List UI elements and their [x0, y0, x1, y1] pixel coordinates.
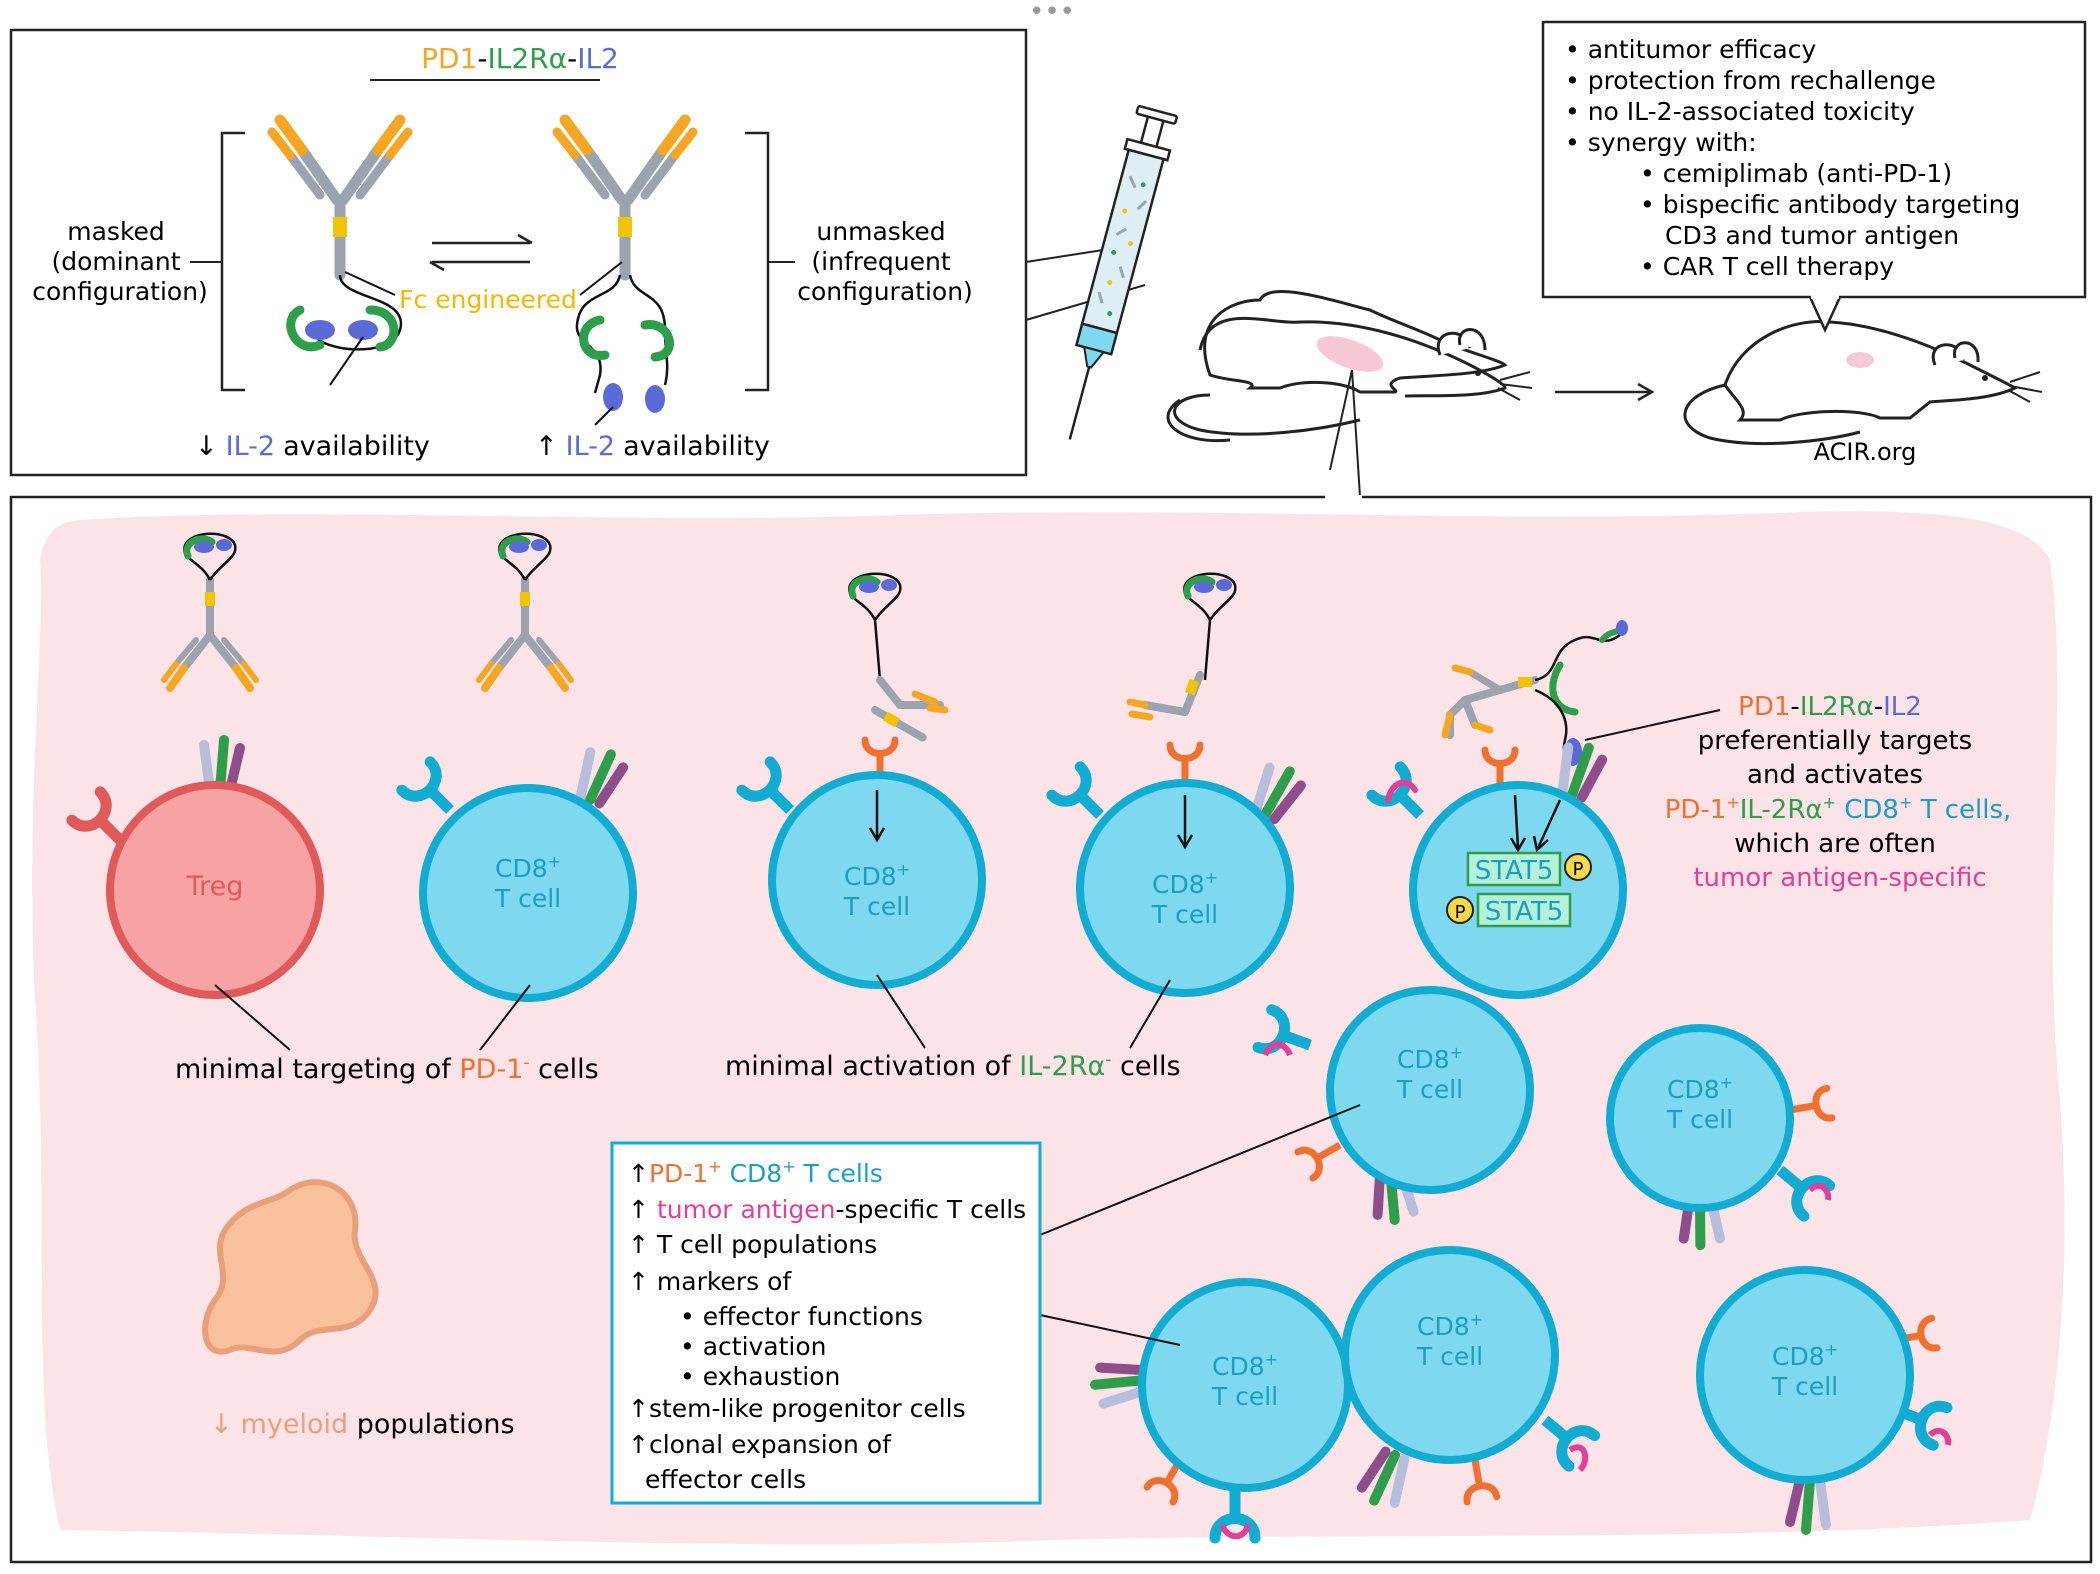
- mouse-treated: [1166, 289, 1533, 498]
- svg-text:T cell: T cell: [1151, 900, 1218, 929]
- myeloid-cell: ↓myeloid populations: [202, 1179, 515, 1440]
- svg-text:CD8+: CD8+: [1772, 1340, 1838, 1371]
- synergy-item: • CAR T cell therapy: [1640, 252, 1894, 281]
- cd8-t-cell: CD8+ T cell: [402, 748, 637, 1002]
- svg-text:CD8+: CD8+: [844, 860, 910, 891]
- outcomes-box: • antitumor efficacy • protection from r…: [1541, 20, 2087, 334]
- svg-text:T cell: T cell: [1211, 1382, 1278, 1411]
- outcome-bullet: • antitumor efficacy: [1565, 35, 1816, 64]
- svg-text:• effector functions: • effector functions: [680, 1302, 923, 1331]
- svg-text:T cell: T cell: [1666, 1105, 1733, 1134]
- svg-text:T cell: T cell: [843, 892, 910, 921]
- stat5-box: [1466, 851, 1562, 887]
- svg-text:tumor antigen-specific: tumor antigen-specific: [1693, 863, 1986, 893]
- outcome-bullet: • synergy with:: [1565, 128, 1757, 157]
- cd8-t-cell-pd1-positive: CD8+ T cell: [742, 572, 986, 989]
- unmasked-label: unmasked (infrequent configuration): [797, 217, 973, 306]
- caption-minimal-activation: minimal activation of IL-2Rα- cells: [725, 1050, 1181, 1082]
- svg-text:STAT5: STAT5: [1485, 897, 1564, 927]
- caption-minimal-targeting: minimal targeting of PD-1- cells: [175, 1053, 599, 1085]
- outcome-bullet: • no IL-2-associated toxicity: [1565, 97, 1915, 126]
- svg-text:effector cells: effector cells: [645, 1465, 806, 1494]
- tumor-background: [32, 511, 2065, 1545]
- outcome-bullet: • protection from rechallenge: [1565, 66, 1936, 95]
- svg-text:CD8+: CD8+: [1397, 1043, 1463, 1074]
- synergy-item: • bispecific antibody targeting: [1640, 190, 2020, 219]
- equilibrium-arrows: [429, 233, 533, 272]
- phospho-icon: P: [1455, 902, 1466, 923]
- svg-text:STAT5: STAT5: [1475, 856, 1554, 886]
- svg-text:CD8+: CD8+: [1417, 1310, 1483, 1341]
- tumor-microenvironment-panel: [9, 495, 2093, 1564]
- svg-text:↑ T cell populations: ↑ T cell populations: [628, 1230, 877, 1259]
- fc-engineered-label: Fc engineered: [399, 285, 577, 314]
- progression-arrow: [1555, 382, 1655, 402]
- construct-title: PD1-IL2Rα-IL2: [421, 42, 619, 75]
- svg-text:PD-1+IL-2Rα+ CD8+ T cells,: PD-1+IL-2Rα+ CD8+ T cells,: [1665, 793, 2012, 825]
- mouse-outcome: ACIR.org: [1683, 320, 2043, 466]
- syringe: [1025, 105, 1178, 440]
- svg-text:↑ markers of: ↑ markers of: [628, 1267, 792, 1296]
- cd8-t-cell-pd1-positive: CD8+ T cell: [1052, 572, 1304, 997]
- svg-text:T cell: T cell: [494, 884, 561, 913]
- svg-text:CD8+: CD8+: [1212, 1350, 1278, 1381]
- synergy-item-continuation: CD3 and tumor antigen: [1665, 221, 1959, 250]
- unmasked-antibody: [557, 120, 693, 426]
- treg-label: Treg: [186, 871, 244, 902]
- svg-text:↑PD-1+ CD8+ T cells: ↑PD-1+ CD8+ T cells: [628, 1157, 883, 1188]
- svg-text:CD8+: CD8+: [1152, 868, 1218, 899]
- svg-text:which are often: which are often: [1734, 829, 1936, 859]
- synergy-item: • cemiplimab (anti-PD-1): [1640, 159, 1952, 188]
- masked-label: masked (dominant configuration): [32, 217, 208, 306]
- svg-text:CD8+: CD8+: [1667, 1073, 1733, 1104]
- phospho-icon: P: [1573, 859, 1584, 880]
- acir-credit: ACIR.org: [1814, 438, 1917, 466]
- svg-text:↑clonal expansion of: ↑clonal expansion of: [628, 1430, 892, 1459]
- svg-text:CD8+: CD8+: [495, 852, 561, 883]
- expanded-cd8-cluster: CD8+ T cell CD8+ T cell CD8+ T cell CD8+…: [1092, 986, 1948, 1538]
- svg-text:PD1-IL2Rα-IL2: PD1-IL2Rα-IL2: [1738, 692, 1922, 722]
- svg-text:• exhaustion: • exhaustion: [680, 1362, 840, 1391]
- top-left-panel: ••• PD1-IL2Rα-IL2 masked (dominant confi…: [9, 0, 1075, 477]
- svg-text:and activates: and activates: [1747, 760, 1923, 790]
- svg-text:preferentially targets: preferentially targets: [1698, 726, 1972, 756]
- svg-text:• activation: • activation: [680, 1332, 827, 1361]
- masked-antibody: [272, 120, 408, 386]
- svg-text:T cell: T cell: [1396, 1075, 1463, 1104]
- caption-myeloid: ↓myeloid populations: [210, 1409, 515, 1440]
- stat5-box: [1476, 892, 1572, 928]
- treg-cell: Treg: [66, 740, 324, 999]
- ellipsis-icon: •••: [1029, 0, 1075, 27]
- svg-text:T cell: T cell: [1771, 1372, 1838, 1401]
- activated-cd8-t-cell: STAT5 P STAT5 P: [1372, 620, 1628, 999]
- targeting-note: PD1-IL2Rα-IL2 preferentially targets and…: [1665, 692, 2012, 893]
- svg-text:↑stem-like progenitor cells: ↑stem-like progenitor cells: [628, 1394, 966, 1423]
- svg-text:↑tumor antigen-specific T cell: ↑tumor antigen-specific T cells: [628, 1195, 1026, 1224]
- svg-text:T cell: T cell: [1416, 1342, 1483, 1371]
- effects-box: ↑PD-1+ CD8+ T cells ↑tumor antigen-speci…: [610, 1141, 1042, 1505]
